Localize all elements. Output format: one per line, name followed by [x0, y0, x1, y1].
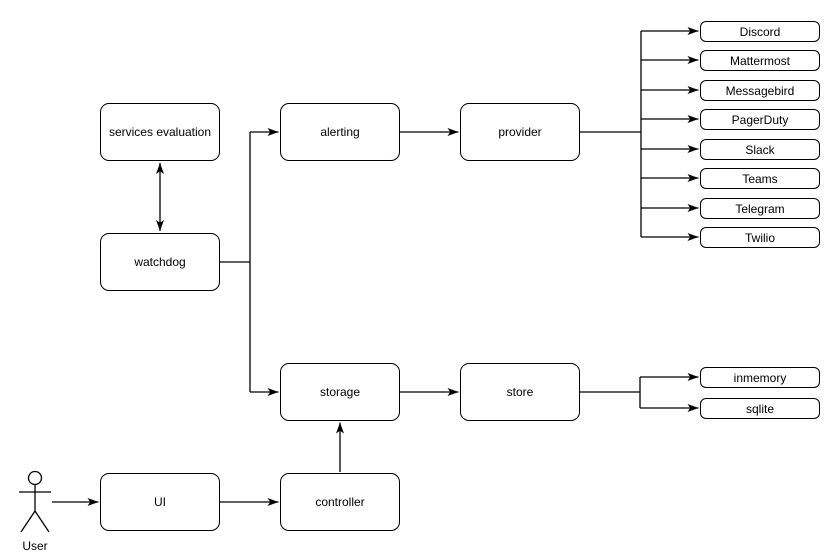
- node-services-evaluation: services evaluation: [100, 103, 220, 161]
- node-store: store: [460, 363, 580, 421]
- node-provider-teams: Teams: [700, 168, 820, 189]
- edge-store-fanout: [580, 373, 699, 412]
- node-provider-twilio: Twilio: [700, 227, 820, 248]
- node-watchdog: watchdog: [100, 233, 220, 291]
- node-provider: provider: [460, 103, 580, 161]
- node-controller: controller: [280, 473, 400, 531]
- node-provider-telegram: Telegram: [700, 198, 820, 219]
- node-provider-discord: Discord: [700, 21, 820, 42]
- node-provider-messagebird: Messagebird: [700, 80, 820, 101]
- node-storage: storage: [280, 363, 400, 421]
- node-ui: UI: [100, 473, 220, 531]
- node-provider-pagerduty: PagerDuty: [700, 109, 820, 130]
- node-provider-mattermost: Mattermost: [700, 50, 820, 71]
- edge-provider-fanout: [580, 27, 699, 241]
- node-store-inmemory: inmemory: [700, 367, 820, 388]
- user-actor-icon: [19, 470, 51, 533]
- node-alerting: alerting: [280, 103, 400, 161]
- node-provider-slack: Slack: [700, 139, 820, 160]
- edge-watchdog-branch: [220, 128, 279, 396]
- node-store-sqlite: sqlite: [700, 398, 820, 419]
- user-actor-label: User: [22, 539, 48, 553]
